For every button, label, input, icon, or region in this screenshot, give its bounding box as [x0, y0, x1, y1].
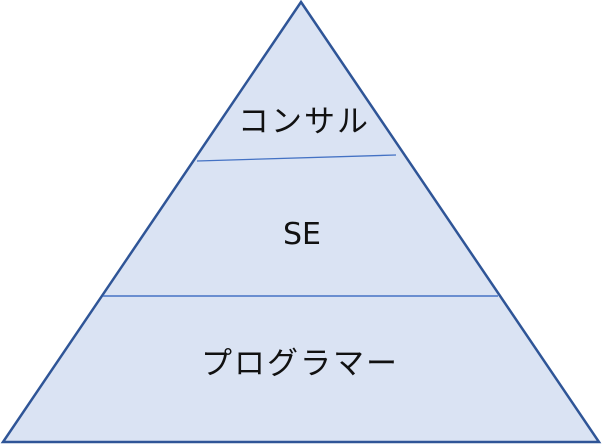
level-label-programmer: プログラマー — [201, 346, 399, 382]
level-label-consultant: コンサル — [238, 104, 370, 140]
divider-top — [196, 154, 397, 162]
level-label-se: SE — [283, 217, 321, 252]
